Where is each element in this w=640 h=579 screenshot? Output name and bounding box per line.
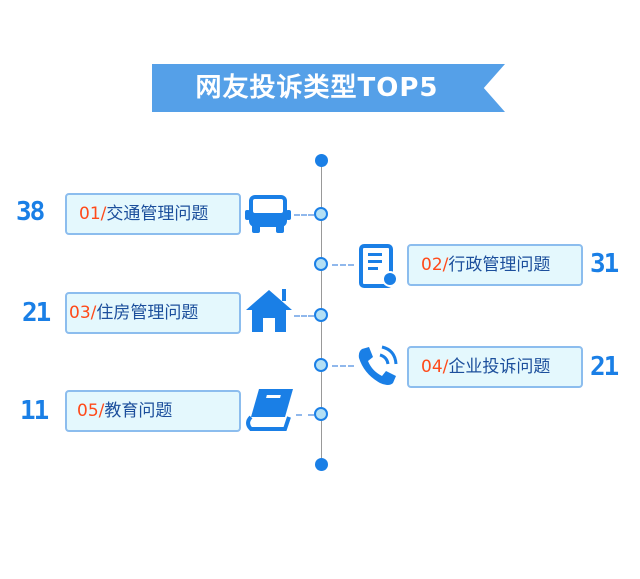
item-label: 住房管理问题 [96,303,199,323]
timeline-dot [314,207,328,221]
item-count: 21 [22,298,51,328]
timeline-start-dot [315,154,328,167]
list-item: 02/行政管理问题 [407,244,583,286]
list-item: 03/住房管理问题 [65,292,241,334]
phone-icon [358,345,398,385]
connector [294,315,314,317]
timeline-dot [314,407,328,421]
house-icon [246,289,292,332]
page-title: 网友投诉类型TOP5 [195,73,439,103]
item-rank: 01/ [79,204,107,224]
item-count: 21 [590,352,619,382]
timeline-dot [314,358,328,372]
timeline-dot [314,257,328,271]
connector [294,214,314,216]
list-item: 05/教育问题 [65,390,241,432]
item-rank: 04/ [421,357,449,377]
item-count: 31 [590,249,619,279]
connector [332,365,354,367]
item-label: 企业投诉问题 [448,357,551,377]
title-banner: 网友投诉类型TOP5 [152,64,505,112]
item-rank: 02/ [421,255,449,275]
item-label: 教育问题 [104,401,173,421]
item-count: 11 [20,396,49,426]
bus-icon [245,195,291,233]
list-item: 01/交通管理问题 [65,193,241,235]
item-label: 交通管理问题 [106,204,209,224]
document-gear-icon [359,244,398,288]
connector [332,264,354,266]
connector [296,414,314,416]
item-rank: 05/ [77,401,105,421]
item-label: 行政管理问题 [448,255,551,275]
book-icon [246,389,293,431]
list-item: 04/企业投诉问题 [407,346,583,388]
timeline-dot [314,308,328,322]
item-rank: 03/ [69,303,97,323]
item-count: 38 [16,197,45,227]
timeline-end-dot [315,458,328,471]
